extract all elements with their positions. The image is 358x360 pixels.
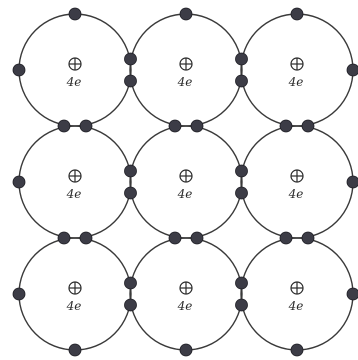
nucleus-plus-icon xyxy=(69,282,81,294)
atom-label: 4e xyxy=(66,299,82,313)
electron-dot xyxy=(347,288,358,300)
electron-dot xyxy=(280,232,292,244)
electron-dot xyxy=(236,299,248,311)
electron-dot xyxy=(13,64,25,76)
electron-dot xyxy=(58,120,70,132)
electron-dot xyxy=(191,232,203,244)
electron-dot xyxy=(169,120,181,132)
nucleus-plus-icon xyxy=(291,58,303,70)
electron-dot xyxy=(291,8,303,20)
atom-label: 4e xyxy=(177,187,193,201)
atom-label: 4e xyxy=(177,299,193,313)
nuclei: 4e 4e 4e 4e 4e 4e 4e 4e 4e xyxy=(66,58,304,313)
electron-dot xyxy=(236,75,248,87)
atom-label: 4e xyxy=(288,299,304,313)
nucleus-plus-icon xyxy=(180,282,192,294)
electron-dot xyxy=(125,53,137,65)
electron-dot xyxy=(125,299,137,311)
electron-dot xyxy=(58,232,70,244)
electron-dot xyxy=(169,232,181,244)
electron-dot xyxy=(80,120,92,132)
atom-label: 4e xyxy=(288,187,304,201)
electron-dot xyxy=(13,176,25,188)
electron-dot xyxy=(236,53,248,65)
electron-dot xyxy=(180,8,192,20)
electron-dot xyxy=(13,288,25,300)
electron-dot xyxy=(125,187,137,199)
nucleus-plus-icon xyxy=(69,58,81,70)
electron-dot xyxy=(125,165,137,177)
electron-dot xyxy=(236,277,248,289)
electron-dot xyxy=(236,187,248,199)
electron-dot xyxy=(80,232,92,244)
electron-dot xyxy=(191,120,203,132)
electron-dot xyxy=(347,64,358,76)
atom-label: 4e xyxy=(66,187,82,201)
nucleus-plus-icon xyxy=(291,170,303,182)
electron-dot xyxy=(125,75,137,87)
electron-dot xyxy=(280,120,292,132)
electron-dot xyxy=(347,176,358,188)
nucleus-plus-icon xyxy=(69,170,81,182)
atom-label: 4e xyxy=(66,75,82,89)
atom-label: 4e xyxy=(288,75,304,89)
atom-label: 4e xyxy=(177,75,193,89)
electron-dot xyxy=(291,344,303,356)
electron-dot xyxy=(302,232,314,244)
nucleus-plus-icon xyxy=(291,282,303,294)
nucleus-plus-icon xyxy=(180,58,192,70)
electron-dot xyxy=(302,120,314,132)
electron-dot xyxy=(125,277,137,289)
nucleus-plus-icon xyxy=(180,170,192,182)
electron-dot xyxy=(236,165,248,177)
electron-dot xyxy=(180,344,192,356)
electron-dot xyxy=(69,344,81,356)
electron-dot xyxy=(69,8,81,20)
